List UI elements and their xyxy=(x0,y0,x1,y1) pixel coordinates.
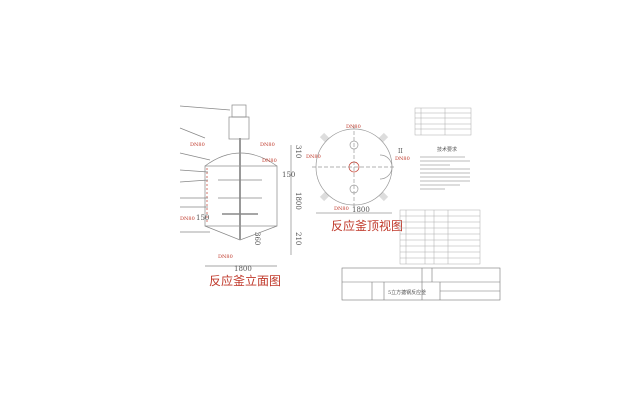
section-label: II xyxy=(398,148,403,155)
nozzle-label-right: DN80 xyxy=(260,142,275,148)
tech-requirements-title: 技术要求 xyxy=(437,146,457,153)
nozzle-label-left: DN80 xyxy=(190,142,205,148)
parts-list xyxy=(399,209,481,265)
baffle-dim: 150 xyxy=(282,171,295,179)
drawing-title: 5立方搪钢反应釜 xyxy=(388,289,426,296)
bottom-nozzle-label: DN80 xyxy=(334,206,349,212)
height-dim: 1800 xyxy=(294,192,302,210)
side-dim: 150 xyxy=(196,214,209,222)
top-head-dim: 310 xyxy=(294,145,302,158)
nozzle-label-lower: DN80 xyxy=(180,216,195,222)
leader-5 xyxy=(179,179,209,183)
top-width-dim: 1800 xyxy=(352,206,370,214)
tech-requirements-text xyxy=(420,156,470,190)
leader-2 xyxy=(179,127,206,139)
nozzle-label-side: DN80 xyxy=(262,158,277,164)
motor xyxy=(231,104,247,118)
leader-4 xyxy=(179,169,209,173)
nozzle-label-bottom: DN80 xyxy=(218,254,233,260)
top-view-title: 反应釜顶视图 xyxy=(331,218,403,233)
bottom-head-dim: 210 xyxy=(294,232,302,245)
gearbox xyxy=(228,116,250,140)
elevation-title: 反应釜立面图 xyxy=(209,273,281,288)
top-nozzle-label: DN80 xyxy=(346,124,361,130)
jacket-dim: 360 xyxy=(253,232,261,245)
leader-1 xyxy=(179,105,231,111)
elevation-width-dim: 1800 xyxy=(234,265,252,273)
right-nozzle-label: DN80 xyxy=(395,156,410,162)
elevation-view xyxy=(179,104,292,267)
leader-3 xyxy=(179,152,211,161)
left-nozzle-label: DN80 xyxy=(306,154,321,160)
nozzle-table xyxy=(414,107,472,136)
title-block xyxy=(341,267,501,301)
top-view xyxy=(312,125,396,214)
